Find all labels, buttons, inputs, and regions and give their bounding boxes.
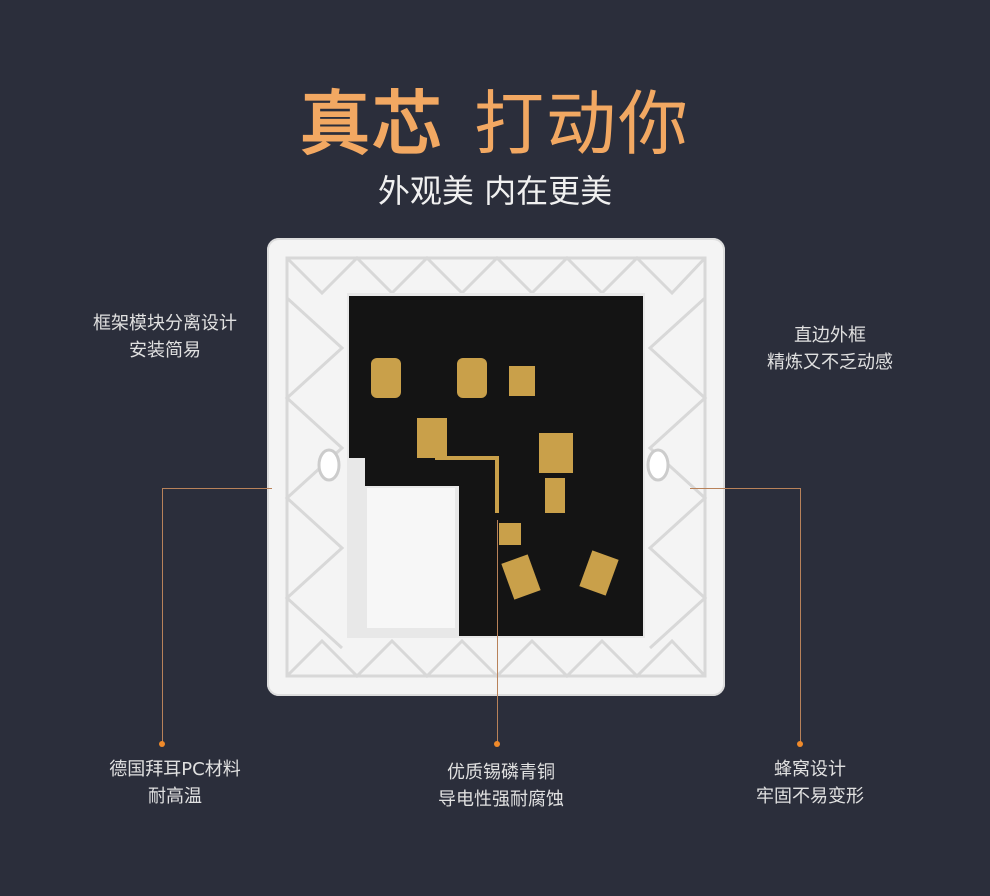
note-straight-edge: 直边外框 精炼又不乏动感 <box>720 322 940 376</box>
note-line: 框架模块分离设计 <box>93 313 237 334</box>
note-line: 耐高温 <box>148 786 202 807</box>
note-line: 精炼又不乏动感 <box>767 352 893 373</box>
leader-line <box>162 488 272 489</box>
note-line: 安装简易 <box>129 340 201 361</box>
socket-illustration <box>284 255 708 679</box>
leader-dot <box>159 741 165 747</box>
leader-line <box>690 488 800 489</box>
note-line: 蜂窝设计 <box>774 759 846 780</box>
leader-line <box>497 520 498 743</box>
headline: 真芯打动你 <box>0 68 990 169</box>
leader-dot <box>797 741 803 747</box>
note-frame-module: 框架模块分离设计 安装简易 <box>55 310 275 364</box>
note-line: 直边外框 <box>794 325 866 346</box>
headline-bold: 真芯 <box>300 83 444 165</box>
note-pc-material: 德国拜耳PC材料 耐高温 <box>65 756 285 810</box>
socket-back-image <box>267 238 725 696</box>
subtitle: 外观美 内在更美 <box>377 172 613 210</box>
note-line: 优质锡磷青铜 <box>447 762 555 783</box>
headline-normal: 打动你 <box>474 83 690 165</box>
note-copper: 优质锡磷青铜 导电性强耐腐蚀 <box>391 759 611 813</box>
note-line: 牢固不易变形 <box>756 786 864 807</box>
leader-line <box>800 488 801 743</box>
leader-dot <box>494 741 500 747</box>
note-line: 德国拜耳PC材料 <box>109 759 241 780</box>
leader-line <box>162 488 163 743</box>
note-line: 导电性强耐腐蚀 <box>438 789 564 810</box>
note-honeycomb: 蜂窝设计 牢固不易变形 <box>700 756 920 810</box>
